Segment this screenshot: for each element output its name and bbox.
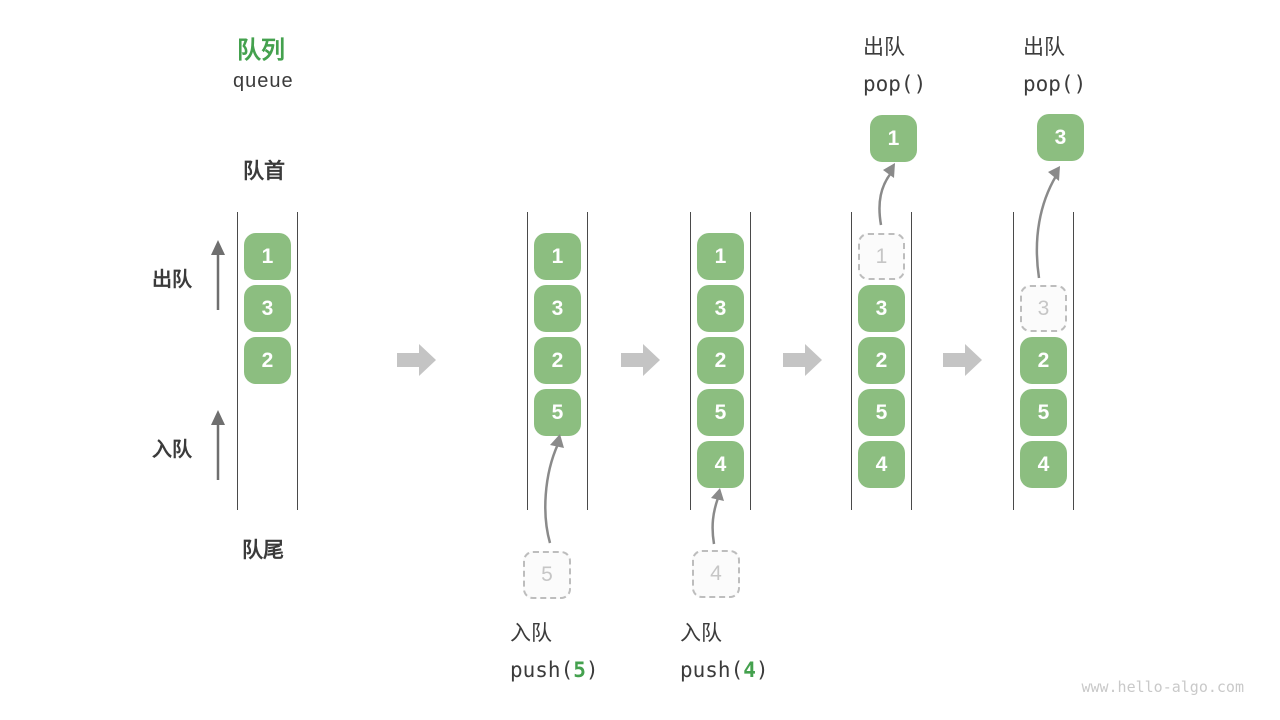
flow-arrow-icon — [943, 344, 982, 376]
push-arrow-icon — [711, 488, 724, 545]
queue-item: 4 — [858, 441, 905, 488]
diagram-title-zh: 队列 — [237, 37, 285, 64]
popped-item: 3 — [1037, 114, 1084, 161]
enqueue-operation-label: 入队 push(5) — [510, 617, 599, 682]
enqueue-direction-label: 入队 — [152, 439, 192, 461]
queue-item: 5 — [697, 389, 744, 436]
queue-item: 3 — [858, 285, 905, 332]
queue-rear-label: 队尾 — [242, 539, 284, 562]
enqueue-code: push(5) — [510, 658, 599, 682]
dequeue-operation-label: 出队 pop() — [1023, 31, 1086, 96]
dequeue-direction-arrow-icon — [211, 240, 225, 310]
queue-item: 1 — [534, 233, 581, 280]
queue-item: 2 — [1020, 337, 1067, 384]
queue-column-state-5: 3 2 5 4 — [1013, 212, 1074, 510]
dequeue-code: pop() — [863, 72, 927, 96]
incoming-item-ghost: 5 — [523, 551, 571, 599]
queue-item: 4 — [697, 441, 744, 488]
queue-item: 2 — [534, 337, 581, 384]
queue-item: 4 — [1020, 441, 1067, 488]
queue-item: 1 — [244, 233, 291, 280]
queue-item: 3 — [244, 285, 291, 332]
enqueue-code: push(4) — [680, 658, 769, 682]
queue-front-label: 队首 — [243, 160, 285, 183]
flow-arrow-icon — [397, 344, 436, 376]
enqueue-label-zh: 入队 — [510, 622, 552, 645]
queue-item-ghost: 1 — [858, 233, 905, 280]
popped-item: 1 — [870, 115, 917, 162]
diagram-title-en: queue — [233, 70, 294, 92]
dequeue-direction-label: 出队 — [152, 269, 192, 291]
dequeue-label-zh: 出队 — [1023, 36, 1065, 59]
queue-item: 2 — [858, 337, 905, 384]
enqueue-operation-label: 入队 push(4) — [680, 617, 769, 682]
queue-column-state-1: 1 3 2 — [237, 212, 298, 510]
enqueue-label-zh: 入队 — [680, 622, 722, 645]
pop-arrow-icon — [878, 163, 895, 226]
dequeue-label-zh: 出队 — [863, 36, 905, 59]
flow-arrow-icon — [783, 344, 822, 376]
dequeue-code: pop() — [1023, 72, 1087, 96]
incoming-item-ghost: 4 — [692, 550, 740, 598]
queue-item: 2 — [697, 337, 744, 384]
flow-arrow-icon — [621, 344, 660, 376]
queue-item: 1 — [697, 233, 744, 280]
enqueue-direction-arrow-icon — [211, 410, 225, 480]
queue-column-state-3: 1 3 2 5 4 — [690, 212, 751, 510]
push-arrow-icon — [544, 434, 564, 544]
queue-item: 5 — [534, 389, 581, 436]
queue-column-state-4: 1 3 2 5 4 — [851, 212, 912, 510]
queue-item: 3 — [697, 285, 744, 332]
queue-item: 5 — [858, 389, 905, 436]
queue-item: 5 — [1020, 389, 1067, 436]
queue-item: 3 — [534, 285, 581, 332]
dequeue-operation-label: 出队 pop() — [863, 31, 926, 96]
pop-arrow-icon — [1035, 166, 1060, 279]
queue-item-ghost: 3 — [1020, 285, 1067, 332]
watermark: www.hello-algo.com — [1081, 678, 1244, 696]
queue-item: 2 — [244, 337, 291, 384]
queue-column-state-2: 1 3 2 5 — [527, 212, 588, 510]
